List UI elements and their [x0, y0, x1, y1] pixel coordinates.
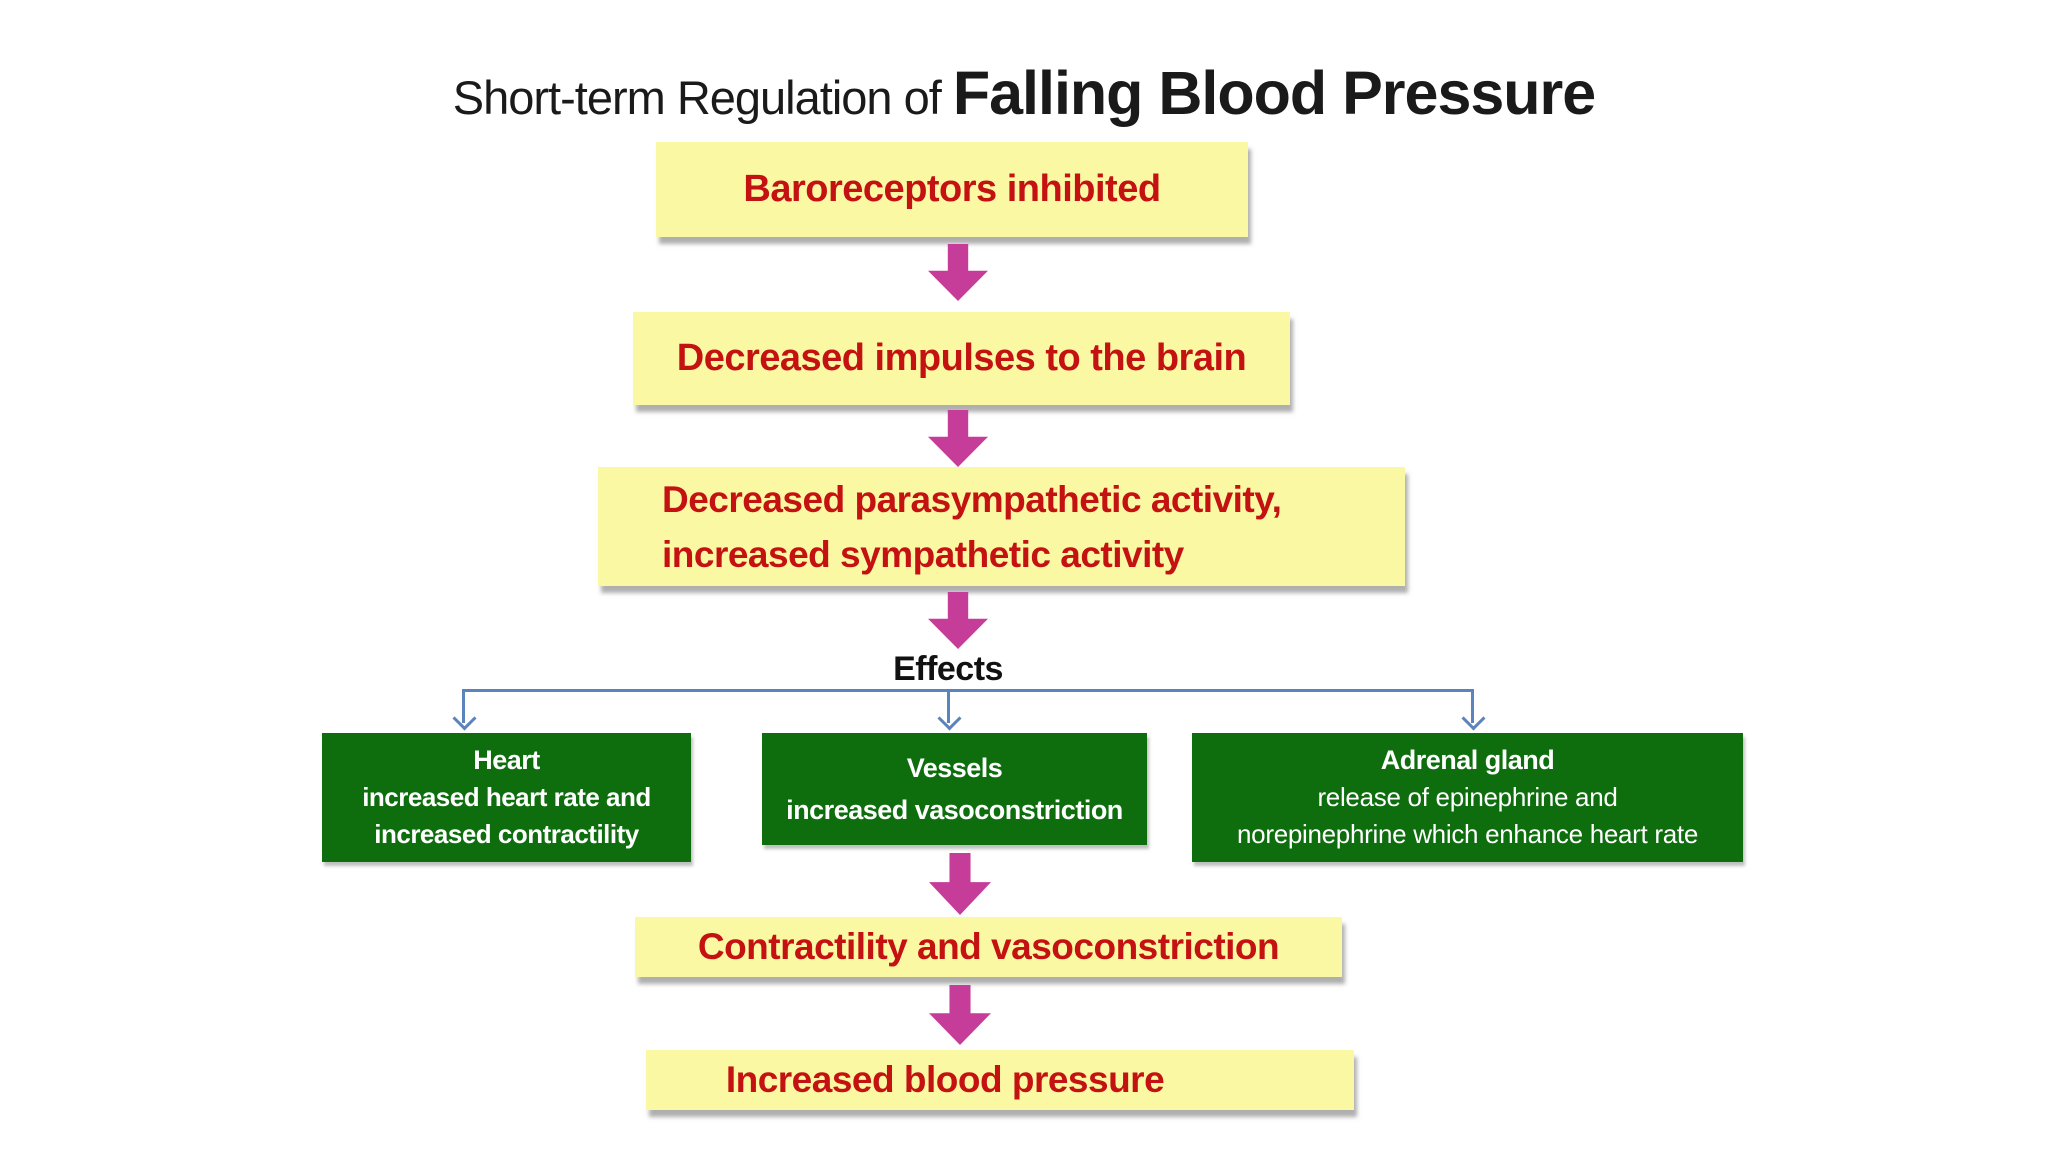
- flow-box-contractility: Contractility and vasoconstriction: [635, 917, 1342, 977]
- flow-box-blood-pressure-label: Increased blood pressure: [725, 1059, 1165, 1100]
- flow-box-impulses-label: Decreased impulses to the brain: [676, 337, 1247, 379]
- flow-box-impulses: Decreased impulses to the brain: [633, 312, 1290, 405]
- effects-label: Effects: [893, 650, 1003, 688]
- effect-box-vessels-line1: increased vasoconstriction: [786, 795, 1123, 825]
- flow-box-autonomic-line1: Decreased parasympathetic activity,: [662, 478, 1282, 520]
- effect-box-adrenal-line2: norepinephrine which enhance heart rate: [1237, 819, 1698, 849]
- connector-drop-middle: [947, 689, 950, 723]
- effect-box-heart-line2: increased contractility: [374, 819, 639, 849]
- effect-box-adrenal-title: Adrenal gland: [1380, 745, 1555, 775]
- down-arrow-icon: [928, 244, 988, 301]
- effect-box-vessels-title: Vessels: [906, 753, 1003, 783]
- down-arrow-icon: [928, 592, 988, 649]
- flow-box-autonomic-label: Decreased parasympathetic activity, incr…: [598, 472, 1282, 582]
- page-title-prefix: Short-term Regulation of: [452, 71, 953, 124]
- effect-box-heart-line1: increased heart rate and: [362, 782, 651, 812]
- effect-box-vessels: Vessels increased vasoconstriction: [762, 733, 1147, 845]
- connector-arrowhead-middle-icon: [937, 706, 962, 731]
- flow-box-baroreceptors: Baroreceptors inhibited: [656, 142, 1248, 237]
- down-arrow-icon: [928, 410, 988, 467]
- flow-box-baroreceptors-label: Baroreceptors inhibited: [743, 168, 1161, 210]
- effect-box-adrenal: Adrenal gland release of epinephrine and…: [1192, 733, 1743, 862]
- connector-drop-left: [462, 689, 465, 723]
- page-title-emphasis: Falling Blood Pressure: [952, 59, 1596, 127]
- connector-horizontal-line: [462, 689, 1474, 692]
- connector-drop-right: [1471, 689, 1474, 723]
- flow-box-autonomic-line2: increased sympathetic activity: [662, 533, 1184, 575]
- flow-box-autonomic: Decreased parasympathetic activity, incr…: [598, 467, 1405, 586]
- connector-arrowhead-left-icon: [452, 706, 477, 731]
- connector-arrowhead-right-icon: [1461, 706, 1486, 731]
- down-arrow-icon: [929, 853, 991, 915]
- flow-box-blood-pressure: Increased blood pressure: [646, 1050, 1354, 1110]
- effect-box-adrenal-line1: release of epinephrine and: [1317, 782, 1618, 812]
- effect-box-heart: Heart increased heart rate and increased…: [322, 733, 691, 862]
- effect-box-heart-title: Heart: [473, 745, 540, 775]
- down-arrow-icon: [929, 985, 991, 1045]
- page-title: Short-term Regulation of Falling Blood P…: [0, 58, 2048, 128]
- flow-box-contractility-label: Contractility and vasoconstriction: [697, 926, 1280, 967]
